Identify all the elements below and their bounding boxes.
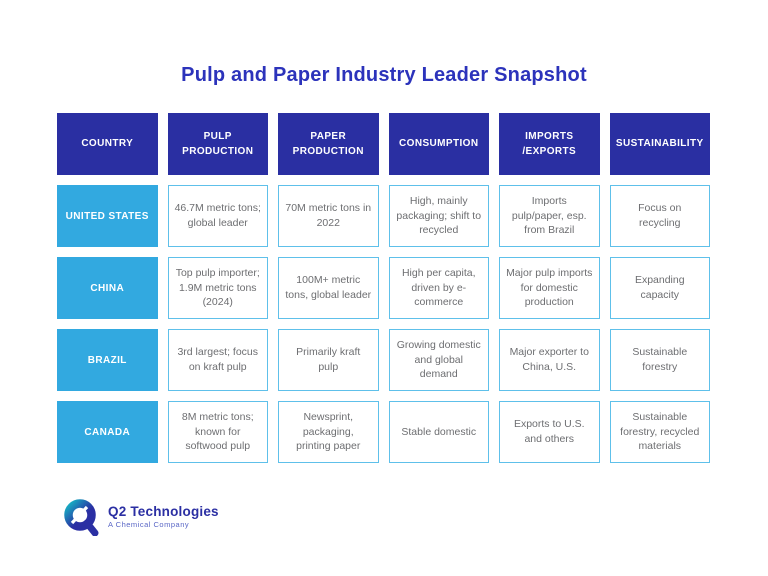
header-imports-exports: IMPORTS /EXPORTS [499, 113, 600, 175]
table-cell: Top pulp importer; 1.9M metric tons (202… [167, 257, 268, 319]
table-cell: Growing domestic and global demand [388, 329, 489, 391]
q2-logo-icon [64, 499, 99, 536]
table-cell: 46.7M metric tons; global leader [167, 185, 268, 247]
row-label-canada: CANADA [57, 401, 158, 463]
table-cell: Major pulp imports for domestic producti… [499, 257, 600, 319]
table-cell: Imports pulp/paper, esp. from Brazil [499, 185, 600, 247]
table-cell: Major exporter to China, U.S. [499, 329, 600, 391]
row-label-united-states: UNITED STATES [57, 185, 158, 247]
table-cell: High per capita, driven by e-commerce [388, 257, 489, 319]
header-sustainability: SUSTAINABILITY [609, 113, 710, 175]
industry-table: COUNTRY PULP PRODUCTION PAPER PRODUCTION… [57, 113, 710, 463]
table-cell: 70M metric tons in 2022 [278, 185, 379, 247]
table-cell: Sustainable forestry [609, 329, 710, 391]
table-cell: Expanding capacity [609, 257, 710, 319]
logo-tagline: A Chemical Company [108, 520, 190, 530]
logo-text-block: Q2 Technologies A Chemical Company [108, 503, 219, 530]
table-cell: 3rd largest; focus on kraft pulp [167, 329, 268, 391]
table-cell: Focus on recycling [609, 185, 710, 247]
header-paper-production: PAPER PRODUCTION [278, 113, 379, 175]
q2-logo: Q2 Technologies A Chemical Company [64, 498, 219, 536]
table-cell: Newsprint, packaging, printing paper [278, 401, 379, 463]
header-consumption: CONSUMPTION [388, 113, 489, 175]
header-pulp-production: PULP PRODUCTION [167, 113, 268, 175]
table-cell: Sustainable forestry, recycled materials [609, 401, 710, 463]
table-cell: Primarily kraft pulp [278, 329, 379, 391]
table-cell: Stable domestic [388, 401, 489, 463]
table-cell: Exports to U.S. and others [499, 401, 600, 463]
table-cell: High, mainly packaging; shift to recycle… [388, 185, 489, 247]
table-cell: 100M+ metric tons, global leader [278, 257, 379, 319]
logo-name: Q2 Technologies [108, 503, 219, 519]
table-cell: 8M metric tons; known for softwood pulp [167, 401, 268, 463]
row-label-china: CHINA [57, 257, 158, 319]
row-label-brazil: BRAZIL [57, 329, 158, 391]
page-title: Pulp and Paper Industry Leader Snapshot [181, 64, 587, 86]
header-country: COUNTRY [57, 113, 158, 175]
